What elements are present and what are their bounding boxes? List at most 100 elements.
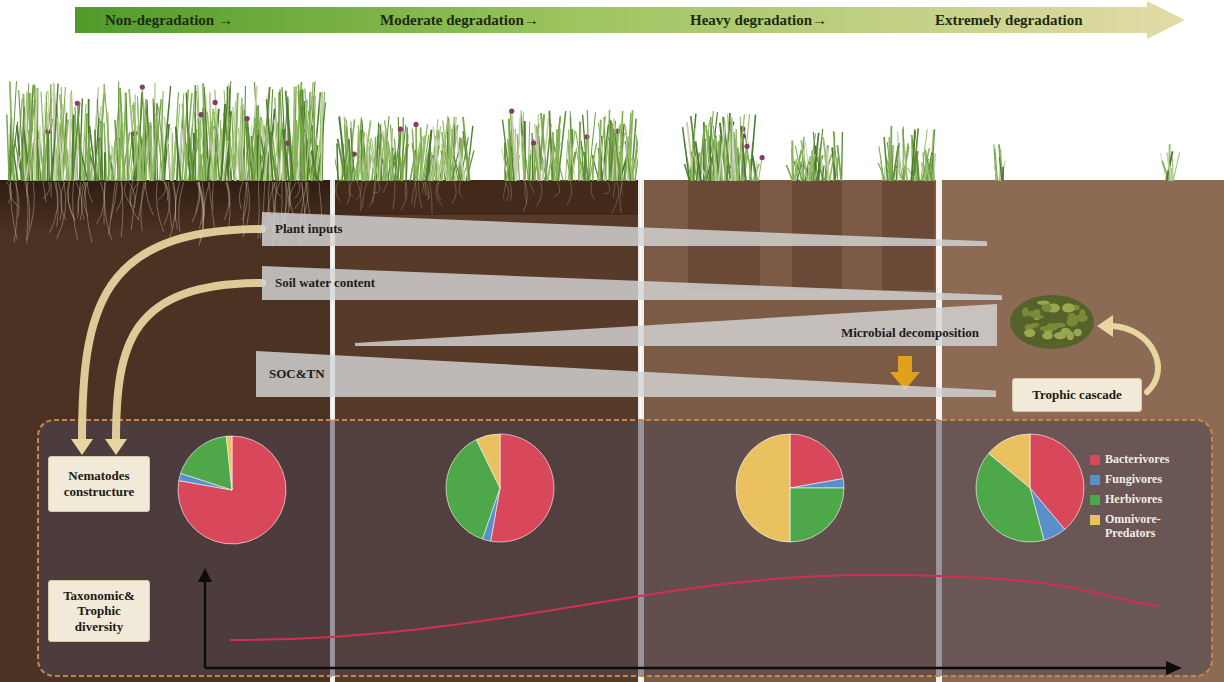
wedge bbox=[262, 266, 1002, 300]
grass-blade bbox=[430, 152, 432, 181]
root bbox=[459, 182, 463, 198]
root bbox=[405, 182, 406, 199]
grass-blade bbox=[244, 86, 245, 181]
grass-blade bbox=[152, 109, 158, 181]
root bbox=[356, 182, 361, 200]
root bbox=[10, 182, 17, 240]
process-wedge: Microbial decomposition bbox=[355, 304, 997, 346]
grass-blade bbox=[339, 116, 346, 181]
grass-blade bbox=[598, 116, 605, 181]
grass-blade bbox=[786, 165, 792, 181]
legend-label: Herbivores bbox=[1105, 492, 1197, 506]
root bbox=[84, 182, 88, 217]
flower bbox=[744, 144, 749, 149]
grass-blade bbox=[1173, 152, 1180, 181]
root bbox=[525, 182, 527, 205]
grass-blade bbox=[903, 127, 904, 181]
flow-arrow bbox=[71, 229, 262, 455]
grass-blade bbox=[187, 121, 194, 181]
process-box: Trophic cascade bbox=[1012, 378, 1142, 412]
input-wedge: Soil water content bbox=[262, 266, 1002, 300]
grass-blade bbox=[568, 131, 575, 181]
root bbox=[117, 182, 123, 211]
root bbox=[362, 182, 367, 208]
root bbox=[357, 182, 361, 211]
root bbox=[104, 182, 111, 240]
flower bbox=[509, 109, 514, 114]
root bbox=[537, 182, 542, 207]
root bbox=[393, 182, 395, 209]
grass-blade bbox=[530, 150, 532, 181]
grass-blade bbox=[707, 111, 714, 181]
grass-blade bbox=[625, 125, 632, 181]
biocrust-tuft bbox=[1066, 318, 1077, 327]
grass-blade bbox=[892, 145, 893, 181]
grass-blade bbox=[801, 140, 807, 181]
grass-blade bbox=[756, 161, 758, 181]
grass-blade bbox=[104, 123, 106, 181]
grass-blade bbox=[821, 155, 822, 181]
wedge bbox=[355, 304, 997, 346]
root bbox=[524, 182, 528, 212]
grass-blade bbox=[379, 125, 382, 181]
legend-swatch bbox=[1090, 515, 1100, 525]
grass-blade bbox=[247, 128, 254, 181]
grass-blade bbox=[312, 134, 317, 181]
grass-blade bbox=[447, 117, 455, 181]
grass-blade bbox=[90, 155, 98, 181]
input-wedge: Plant inputs bbox=[262, 212, 987, 246]
grass-blade bbox=[35, 89, 37, 181]
pie-slice bbox=[790, 488, 844, 542]
root bbox=[418, 182, 421, 209]
grass-blade bbox=[35, 86, 39, 181]
stage-arrow: Non-degradation →Moderate degradation→He… bbox=[75, 1, 1185, 39]
grass-blade bbox=[412, 129, 415, 181]
grass-blade bbox=[576, 131, 584, 181]
grass-blade bbox=[466, 151, 474, 182]
grass-blade bbox=[172, 139, 176, 182]
grass-blade bbox=[215, 151, 217, 181]
grass-blade bbox=[878, 163, 885, 181]
flower bbox=[531, 140, 536, 145]
grass-blade bbox=[305, 88, 312, 181]
flow-arrow bbox=[105, 283, 262, 455]
biocrust-tuft bbox=[1074, 329, 1082, 336]
grass-blade bbox=[625, 136, 628, 181]
root bbox=[131, 182, 138, 230]
arrowhead bbox=[71, 439, 93, 455]
grass-blade bbox=[420, 124, 427, 181]
root bbox=[373, 182, 376, 203]
root bbox=[209, 182, 216, 236]
root bbox=[57, 182, 66, 239]
grass-blade bbox=[143, 119, 145, 181]
biocrust-tuft bbox=[1042, 304, 1052, 312]
flow-line bbox=[116, 283, 262, 442]
grass-blade bbox=[441, 116, 448, 181]
grass-blade bbox=[791, 141, 793, 182]
root bbox=[43, 182, 46, 202]
root bbox=[370, 182, 376, 207]
grass-blade bbox=[683, 127, 690, 181]
root bbox=[164, 182, 170, 225]
biocrust-tuft bbox=[1042, 332, 1053, 339]
grass-blade bbox=[11, 81, 17, 181]
node-label: SOC&TN bbox=[269, 366, 325, 382]
legend-item: Bacterivores bbox=[1090, 452, 1197, 466]
grass-blade bbox=[609, 120, 611, 181]
grass-blade bbox=[394, 129, 400, 181]
grass-blade bbox=[589, 143, 597, 181]
grass-blade bbox=[999, 157, 1002, 181]
root bbox=[504, 182, 507, 199]
grass-blade bbox=[363, 121, 371, 181]
arrowhead bbox=[105, 439, 127, 455]
grass-blade bbox=[548, 150, 554, 182]
grass-blade bbox=[697, 153, 700, 181]
grass-blade bbox=[97, 94, 104, 181]
root bbox=[505, 182, 509, 201]
root bbox=[437, 182, 440, 200]
flower bbox=[213, 100, 218, 105]
grass-blade bbox=[809, 157, 811, 181]
root bbox=[612, 182, 619, 213]
grass-blade bbox=[612, 123, 616, 181]
grass-blade bbox=[522, 143, 525, 182]
